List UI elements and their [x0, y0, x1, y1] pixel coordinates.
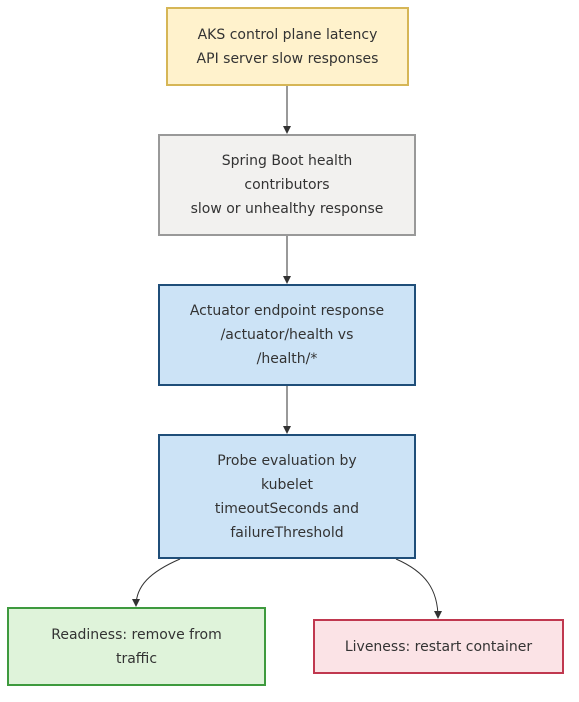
node-probe-line-4: failureThreshold	[230, 524, 344, 541]
node-readiness-line-2: traffic	[115, 650, 158, 667]
node-spring-boot-health: Spring Boot health contributors slow or …	[158, 134, 416, 236]
node-readiness-line-1: Readiness: remove from	[51, 626, 222, 643]
edge-probe-to-liveness	[395, 558, 442, 619]
edge-probe-to-readiness	[132, 558, 181, 607]
node-aks-line-2: API server slow responses	[196, 50, 379, 67]
node-aks-line-1: AKS control plane latency	[197, 26, 378, 43]
node-readiness: Readiness: remove from traffic	[7, 607, 266, 686]
node-aks-control-plane-latency: AKS control plane latency API server slo…	[166, 7, 409, 86]
node-actuator-line-2: /actuator/health vs	[220, 327, 354, 343]
node-actuator-line-3: /health/*	[256, 351, 318, 367]
node-probe-line-2: kubelet	[260, 476, 314, 493]
node-liveness: Liveness: restart container	[313, 619, 564, 674]
node-actuator-endpoint: Actuator endpoint response /actuator/hea…	[158, 284, 416, 386]
node-spring-line-1: Spring Boot health	[221, 153, 353, 169]
node-probe-line-1: Probe evaluation by	[217, 452, 357, 469]
node-spring-line-2: contributors	[244, 177, 330, 193]
node-probe-evaluation: Probe evaluation by kubelet timeoutSecon…	[158, 434, 416, 559]
node-probe-line-3: timeoutSeconds and	[214, 500, 360, 517]
node-actuator-line-1: Actuator endpoint response	[189, 303, 385, 319]
node-liveness-line-1: Liveness: restart container	[344, 638, 533, 655]
node-spring-line-3: slow or unhealthy response	[190, 201, 384, 217]
